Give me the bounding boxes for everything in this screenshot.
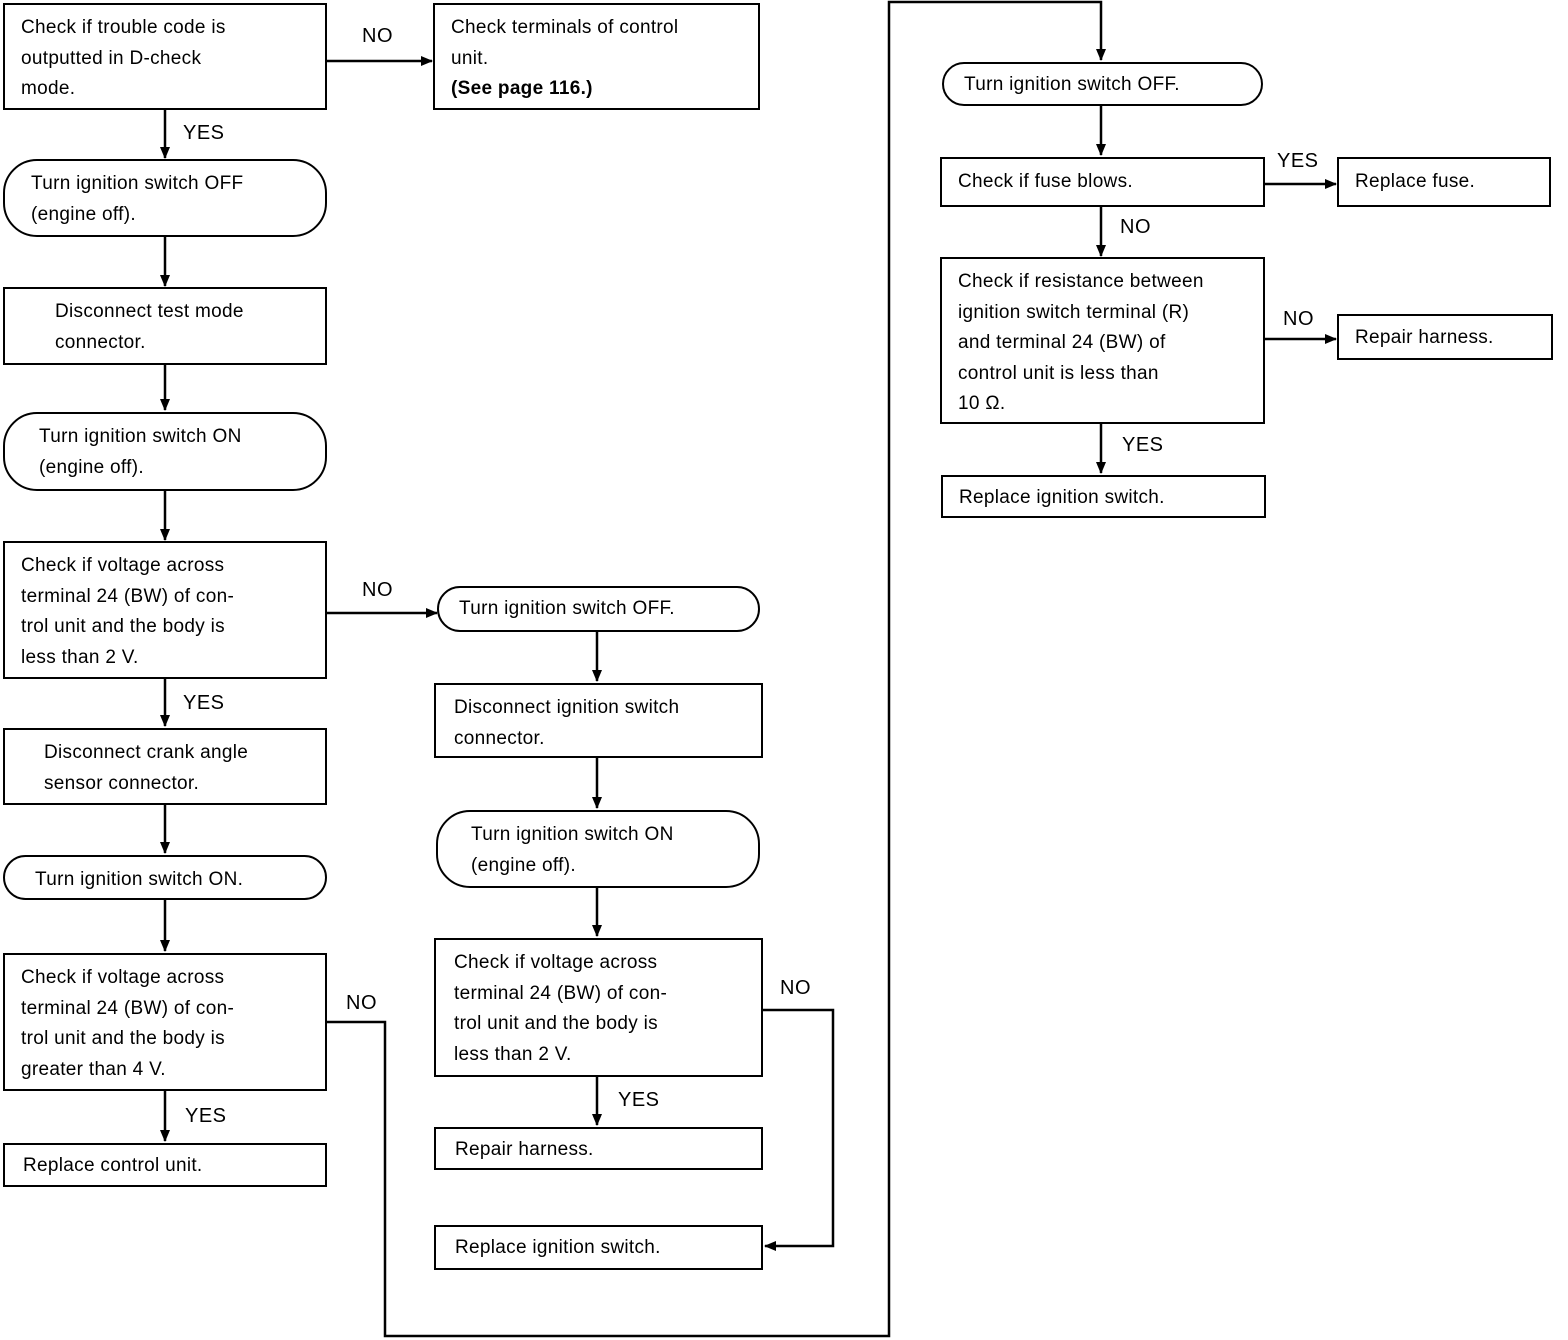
step-check-trouble-code: Check if trouble code is outputted in D-… — [3, 3, 327, 110]
step-ignition-on-engine-off: Turn ignition switch ON (engine off). — [3, 412, 327, 491]
arrow-n14-n16 — [763, 1008, 835, 1251]
step-ignition-on: Turn ignition switch ON. — [3, 855, 327, 900]
check-terminals-text: Check terminals of control unit. — [451, 17, 679, 69]
step-check-fuse-blows: Check if fuse blows. — [940, 157, 1265, 207]
step-check-voltage-less-2v: Check if voltage across terminal 24 (BW)… — [3, 541, 327, 679]
label-no: NO — [780, 977, 811, 999]
page-reference: (See page 116.) — [451, 78, 593, 99]
label-no: NO — [1120, 216, 1151, 238]
label-no: NO — [346, 992, 377, 1014]
step-ignition-on-engine-off-mid: Turn ignition switch ON (engine off). — [436, 810, 760, 888]
step-repair-harness-right: Repair harness. — [1337, 314, 1553, 360]
step-disconnect-test-mode: Disconnect test mode connector. — [3, 287, 327, 365]
step-check-resistance: Check if resistance between ignition swi… — [940, 257, 1265, 424]
label-yes: YES — [1122, 434, 1164, 456]
step-repair-harness-mid: Repair harness. — [434, 1127, 763, 1170]
step-ignition-off-mid: Turn ignition switch OFF. — [437, 586, 760, 632]
step-replace-ignition-switch-mid: Replace ignition switch. — [434, 1225, 763, 1270]
step-check-voltage-greater-4v: Check if voltage across terminal 24 (BW)… — [3, 953, 327, 1091]
label-yes: YES — [183, 122, 225, 144]
step-check-voltage-less-2v-mid: Check if voltage across terminal 24 (BW)… — [434, 938, 763, 1077]
label-no: NO — [362, 25, 393, 47]
label-yes: YES — [1277, 150, 1319, 172]
step-replace-ignition-switch-right: Replace ignition switch. — [941, 475, 1266, 518]
label-no: NO — [1283, 308, 1314, 330]
label-yes: YES — [618, 1089, 660, 1111]
step-replace-fuse: Replace fuse. — [1337, 157, 1551, 207]
step-disconnect-crank-angle: Disconnect crank angle sensor connector. — [3, 728, 327, 805]
label-yes: YES — [185, 1105, 227, 1127]
step-ignition-off-engine-off: Turn ignition switch OFF (engine off). — [3, 159, 327, 237]
step-disconnect-ignition-switch: Disconnect ignition switch connector. — [434, 683, 763, 758]
step-replace-control-unit: Replace control unit. — [3, 1143, 327, 1187]
arrow-n9-n17 — [327, 0, 1106, 1338]
step-ignition-off-right: Turn ignition switch OFF. — [942, 62, 1263, 106]
label-yes: YES — [183, 692, 225, 714]
step-check-terminals: Check terminals of control unit. (See pa… — [433, 3, 760, 110]
label-no: NO — [362, 579, 393, 601]
